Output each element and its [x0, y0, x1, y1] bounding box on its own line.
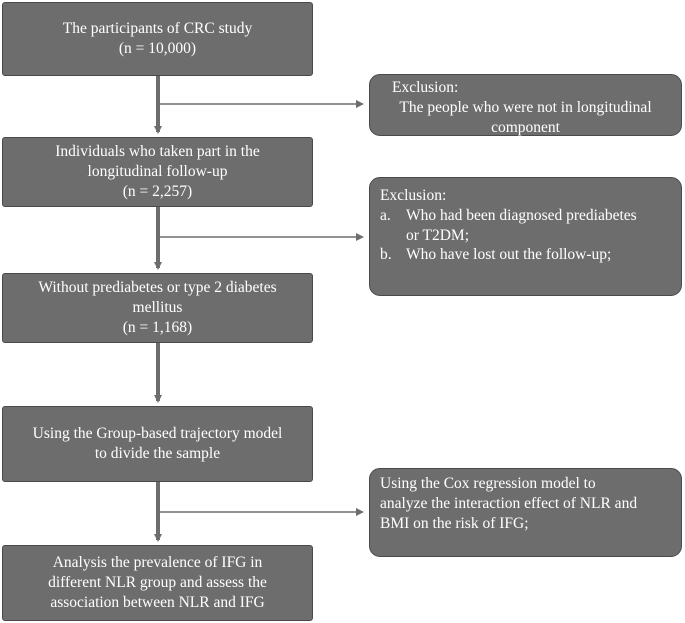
follow-up-box-line-1: Individuals who taken part in the: [55, 143, 260, 161]
without-diabetes-box: Without prediabetes or type 2 diabetes m…: [2, 273, 313, 343]
analysis-box-line-2: different NLR group and assess the: [48, 574, 267, 592]
analysis-box-line-1: Analysis the prevalence of IFG in: [52, 554, 263, 572]
follow-up-box-line-3: (n = 2,257): [122, 182, 193, 200]
follow-up-box-line-2: longitudinal follow-up: [87, 163, 228, 181]
trajectory-model-box-line-1: Using the Group-based trajectory model: [32, 425, 283, 443]
exclusion-item-a: a. Who had been diagnosed prediabetes or…: [370, 206, 681, 246]
without-diabetes-box-line-3: (n = 1,168): [122, 318, 193, 336]
participants-box: The participants of CRC study (n = 10,00…: [2, 2, 313, 76]
participants-box-line-1: The participants of CRC study: [62, 20, 253, 38]
participants-box-line-2: (n = 10,000): [118, 40, 197, 57]
without-diabetes-box-line-2: mellitus: [132, 299, 183, 317]
exclusion-item-a-line-2: or T2DM;: [406, 226, 470, 244]
exclusion-box-1-title: Exclusion:: [392, 79, 459, 96]
exclusion-box-1-line-1: The people who were not in longitudinal: [399, 98, 652, 116]
exclusion-box-1-line-2: component: [491, 118, 560, 136]
cox-model-box-line-2: analyze the interaction effect of NLR an…: [380, 494, 638, 512]
trajectory-model-box-line-2: to divide the sample: [94, 445, 221, 462]
follow-up-box: Individuals who taken part in the longit…: [2, 137, 313, 207]
exclusion-item-b-marker: b.: [380, 246, 392, 264]
exclusion-box-1: Exclusion: The people who were not in lo…: [369, 74, 682, 136]
cox-model-box-line-1: Using the Cox regression model to: [380, 475, 596, 492]
exclusion-item-a-line-1: Who had been diagnosed prediabetes: [406, 206, 637, 224]
trajectory-model-box: Using the Group-based trajectory model t…: [2, 406, 313, 482]
cox-model-box-line-3: BMI on the risk of IFG;: [380, 514, 529, 532]
without-diabetes-box-line-1: Without prediabetes or type 2 diabetes: [38, 279, 277, 297]
cox-model-box: Using the Cox regression model to analyz…: [369, 468, 682, 557]
exclusion-item-b: b. Who have lost out the follow-up;: [370, 245, 681, 265]
analysis-box-line-3: association between NLR and IFG: [50, 593, 265, 611]
analysis-box: Analysis the prevalence of IFG in differ…: [2, 545, 313, 621]
exclusion-item-a-marker: a.: [380, 206, 391, 224]
exclusion-box-2: Exclusion: a. Who had been diagnosed pre…: [369, 177, 682, 296]
exclusion-item-b-line-1: Who have lost out the follow-up;: [406, 246, 612, 264]
exclusion-box-2-title: Exclusion:: [380, 187, 447, 204]
